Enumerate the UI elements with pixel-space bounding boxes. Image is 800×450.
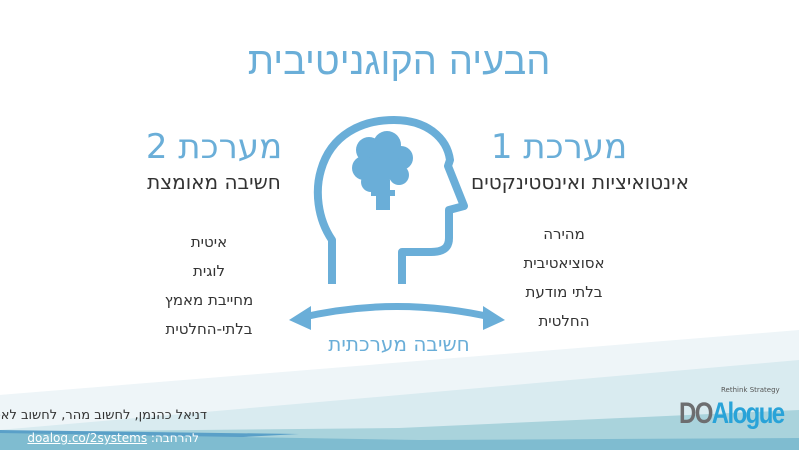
trait: אסוציאטיבית <box>524 254 606 272</box>
system1-subtitle: אינטואיציות ואינסטינקטים <box>470 170 800 194</box>
trait: החלטית <box>539 312 591 330</box>
trait: איטית <box>191 233 229 251</box>
footer-more: להרחבה: doalog.co/2systems <box>20 431 200 446</box>
system1-traits: מהירה אסוציאטיבית בלתי מודעת החלטית <box>500 220 630 336</box>
more-label: להרחבה: <box>151 431 200 445</box>
system1-subtitle-text: אינטואיציות ואינסטינקטים <box>471 170 690 194</box>
system2-traits: איטית לוגית מחייבת מאמץ בלתי-החלטית <box>140 228 280 344</box>
trait: מחייבת מאמץ <box>165 291 255 309</box>
more-link[interactable]: doalog.co/2systems <box>28 431 149 445</box>
footer-credit: דניאל כהנמן, לחשוב מהר, לחשוב לאט <box>0 408 208 423</box>
doalogue-logo: Rethink Strategy DOAlogue <box>680 386 795 442</box>
head-icon <box>314 116 469 284</box>
system2-heading: מערכת 2 <box>146 127 284 167</box>
logo-tagline: Rethink Strategy <box>722 386 781 394</box>
double-arrow-icon <box>290 303 506 330</box>
system1-heading: מערכת 1 <box>491 127 629 167</box>
trait: מהירה <box>544 225 586 243</box>
brain-icon <box>353 131 414 210</box>
arrow-label: חשיבה מערכתית <box>329 332 471 356</box>
slide-title: הבעיה הקוגניטיבית <box>248 39 552 83</box>
system2-subtitle: חשיבה מאומצת <box>148 170 282 194</box>
trait: לוגית <box>193 262 226 280</box>
trait: בלתי מודעת <box>526 283 604 301</box>
trait: בלתי-החלטית <box>166 320 254 338</box>
logo-wordmark: DOAlogue <box>680 397 786 430</box>
